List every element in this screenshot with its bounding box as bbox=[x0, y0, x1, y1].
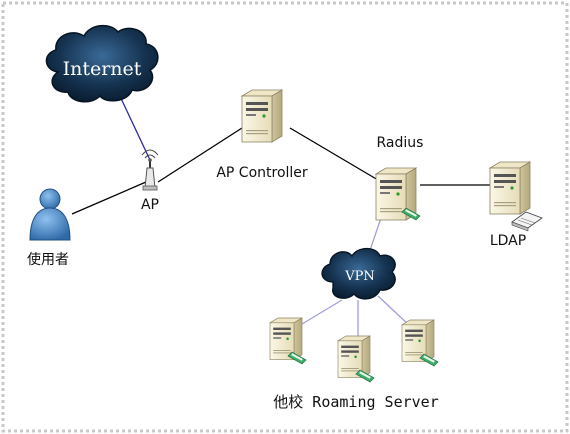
ap-controller-server-icon: AP Controller bbox=[216, 89, 308, 181]
vpn-label: VPN bbox=[344, 269, 375, 284]
link-internet-ap bbox=[117, 91, 151, 161]
ldap-server-icon: LDAP bbox=[489, 161, 543, 249]
radius-label: Radius bbox=[377, 135, 424, 151]
link-user-ap bbox=[71, 181, 147, 215]
ap-label: AP bbox=[141, 197, 159, 213]
roaming-server-label: 他校 Roaming Server bbox=[273, 393, 438, 411]
roaming-server-icon-3 bbox=[401, 319, 439, 367]
link-ap-controller bbox=[157, 127, 243, 183]
ap-controller-label: AP Controller bbox=[216, 165, 308, 181]
roaming-server-icon-2 bbox=[337, 335, 375, 383]
user-label: 使用者 bbox=[27, 251, 69, 268]
connections bbox=[71, 91, 490, 336]
radius-server-icon: Radius bbox=[375, 135, 424, 221]
link-vpn-roaming-3 bbox=[377, 295, 411, 327]
roaming-server-icon-1 bbox=[269, 317, 307, 365]
ldap-label: LDAP bbox=[490, 233, 526, 249]
user-icon: 使用者 bbox=[27, 188, 71, 268]
internet-label: Internet bbox=[63, 58, 142, 80]
vpn-cloud-icon: VPN bbox=[321, 247, 396, 300]
internet-cloud-icon: Internet bbox=[45, 24, 159, 103]
ap-icon: AP bbox=[141, 149, 159, 213]
link-controller-radius bbox=[289, 127, 379, 181]
